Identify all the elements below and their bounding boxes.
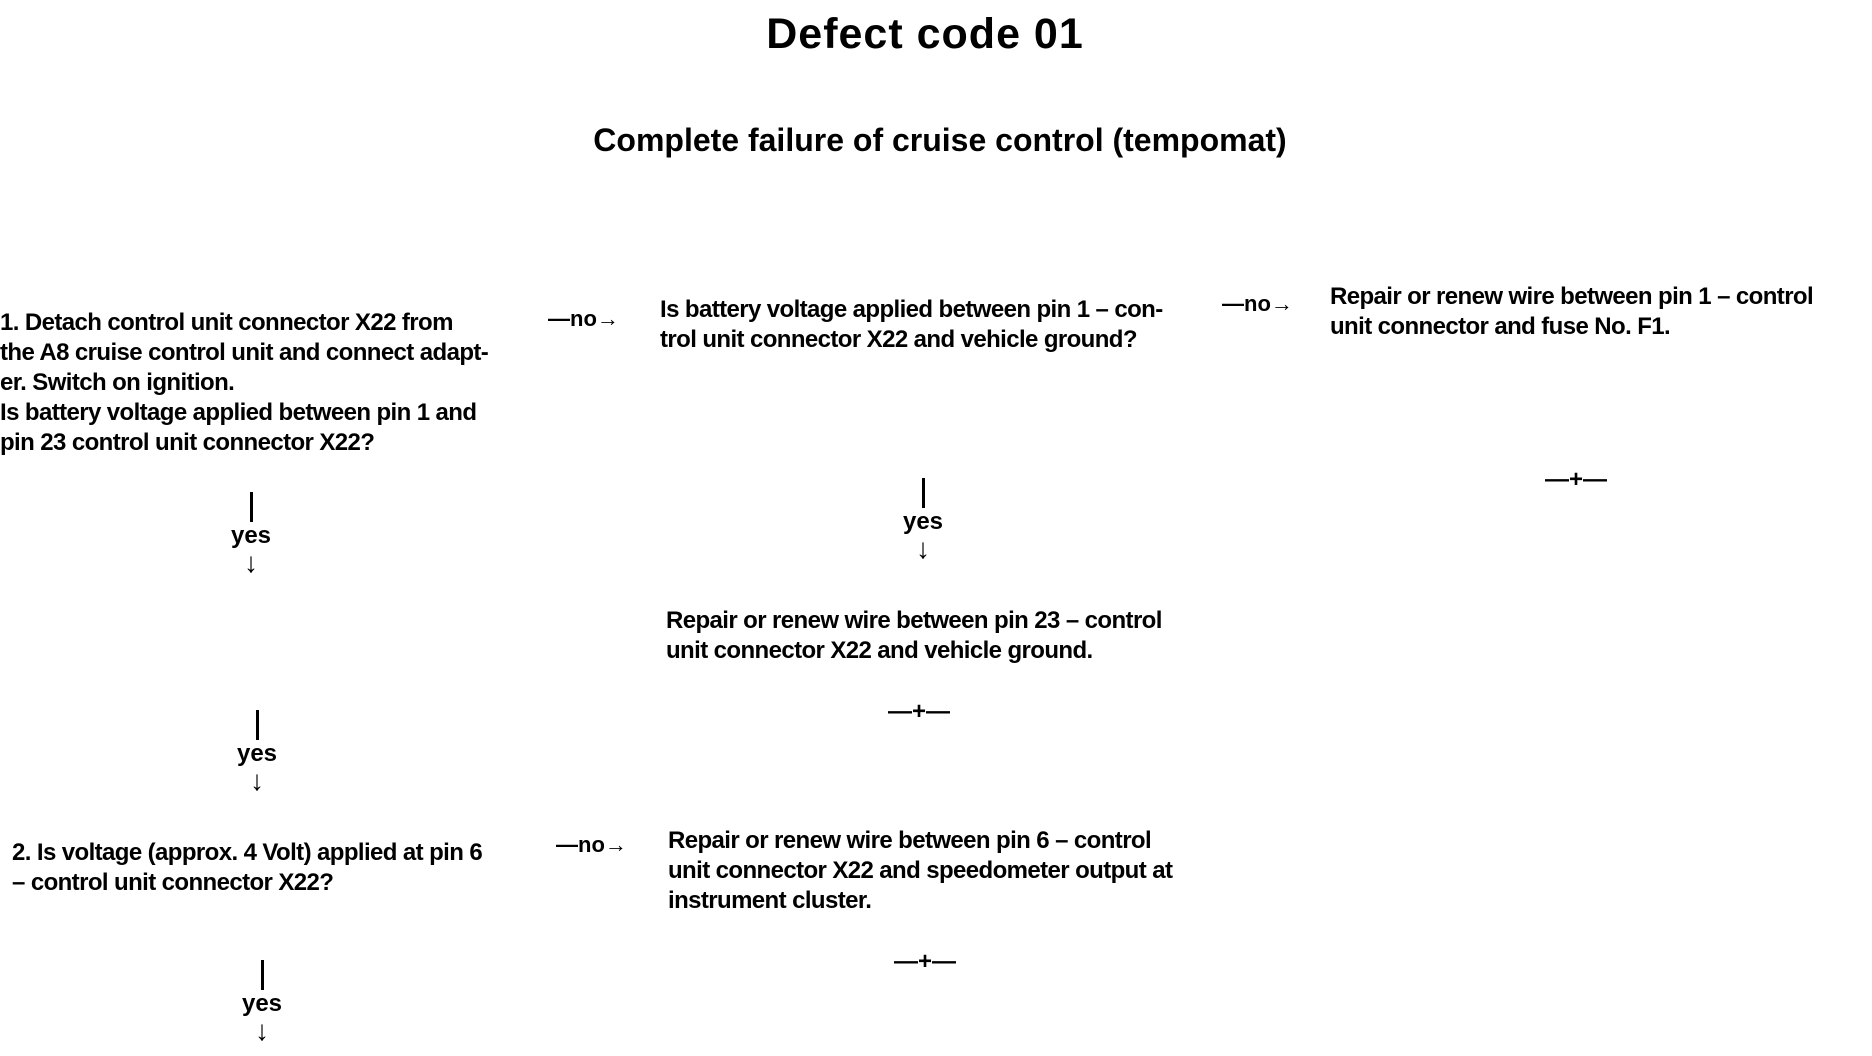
repair-pin1-line: Repair or renew wire between pin 1 – con… (1330, 283, 1814, 310)
step1-text: 1. Detach control unit connector X22 fro… (0, 308, 489, 458)
repair-pin23-text: Repair or renew wire between pin 23 – co… (666, 606, 1162, 666)
step1-line: 1. Detach control unit connector X22 fro… (0, 309, 453, 336)
check-battery-text: Is battery voltage applied between pin 1… (660, 295, 1163, 355)
check-battery-no-arrow: —no→ (1222, 291, 1293, 316)
check-battery-line: trol unit connector X22 and vehicle grou… (660, 326, 1138, 353)
step1-line: er. Switch on ignition. (0, 369, 235, 396)
check-battery-yes-arrow: yes ↓ (893, 478, 953, 564)
down-arrow-icon: ↓ (255, 1015, 269, 1046)
connector-line (255, 710, 259, 740)
repair-pin1-text: Repair or renew wire between pin 1 – con… (1330, 282, 1814, 342)
down-arrow-icon: ↓ (916, 533, 930, 564)
down-arrow-icon: ↓ (250, 765, 264, 796)
page-subtitle: Complete failure of cruise control (temp… (593, 122, 1287, 158)
connector-line (921, 478, 925, 508)
repair-pin6-end-mark: —+— (894, 948, 957, 975)
repair-pin6-line: unit connector X22 and speedometer outpu… (668, 857, 1173, 884)
step2-line: 2. Is voltage (approx. 4 Volt) applied a… (12, 839, 483, 866)
repair-pin1-line: unit connector and fuse No. F1. (1330, 313, 1671, 340)
step2-no-arrow: —no→ (556, 832, 627, 857)
check-battery-line: Is battery voltage applied between pin 1… (660, 296, 1163, 323)
step2-line: – control unit connector X22? (12, 869, 334, 896)
step1-yes-arrow-continued: yes ↓ (227, 710, 287, 796)
repair-pin23-line: Repair or renew wire between pin 23 – co… (666, 607, 1162, 634)
yes-label: yes (241, 990, 283, 1017)
down-arrow-icon: ↓ (244, 547, 258, 578)
step1-line: the A8 cruise control unit and connect a… (0, 339, 489, 366)
step1-line: pin 23 control unit connector X22? (0, 429, 375, 456)
repair-pin6-text: Repair or renew wire between pin 6 – con… (668, 826, 1173, 916)
repair-pin6-line: instrument cluster. (668, 887, 872, 914)
connector-line (249, 492, 253, 522)
page-title: Defect code 01 (766, 10, 1084, 58)
repair-pin1-end-mark: —+— (1545, 466, 1608, 493)
yes-label: yes (236, 740, 278, 767)
step2-yes-arrow: yes ↓ (232, 960, 292, 1046)
step1-yes-arrow: yes ↓ (221, 492, 281, 578)
repair-pin23-end-mark: —+— (888, 698, 951, 725)
yes-label: yes (902, 508, 944, 535)
step2-text: 2. Is voltage (approx. 4 Volt) applied a… (12, 838, 483, 898)
step1-no-arrow: —no→ (548, 306, 619, 331)
step1-line: Is battery voltage applied between pin 1… (0, 399, 477, 426)
repair-pin6-line: Repair or renew wire between pin 6 – con… (668, 827, 1152, 854)
repair-pin23-line: unit connector X22 and vehicle ground. (666, 637, 1093, 664)
connector-line (260, 960, 264, 990)
yes-label: yes (230, 522, 272, 549)
